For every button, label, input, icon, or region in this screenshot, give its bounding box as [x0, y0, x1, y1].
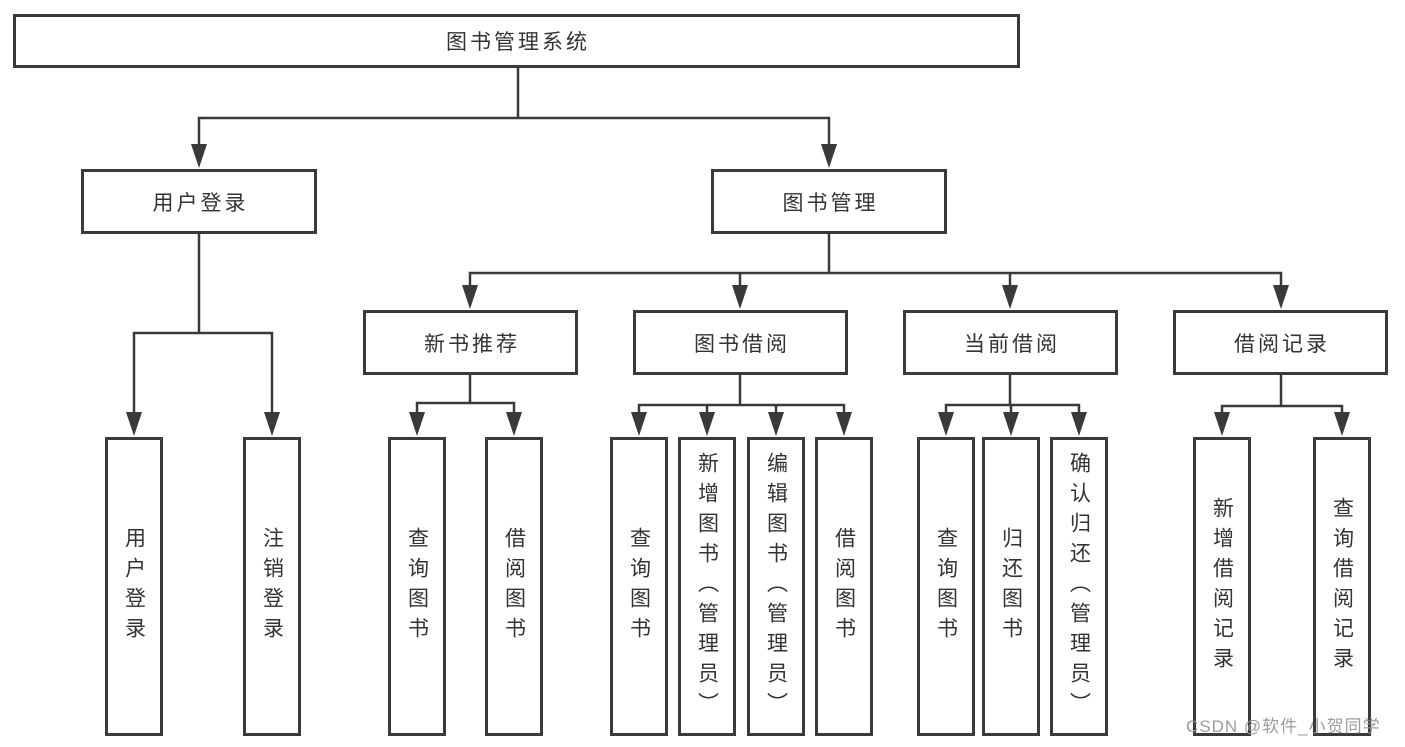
- node-book-management: 图书管理: [711, 169, 947, 234]
- csdn-watermark: CSDN @软件_小贺同学: [1186, 717, 1381, 736]
- leaf-edit-book-admin-label: 编辑图书（管理员）: [764, 451, 788, 722]
- leaf-query-borrow-record: 查询借阅记录: [1313, 437, 1371, 736]
- leaf-user-login: 用户登录: [105, 437, 163, 736]
- leaf-confirm-return-admin-label: 确认归还（管理员）: [1067, 451, 1091, 722]
- leaf-query-books-current: 查询图书: [917, 437, 975, 736]
- leaf-query-books-borrow: 查询图书: [610, 437, 668, 736]
- leaf-borrow-books-label: 借阅图书: [832, 526, 856, 647]
- leaf-query-books-current-label: 查询图书: [934, 526, 958, 647]
- leaf-return-book-label: 归还图书: [999, 526, 1023, 647]
- leaf-borrow-books-recommend-label: 借阅图书: [502, 526, 526, 647]
- leaf-add-borrow-record-label: 新增借阅记录: [1210, 496, 1234, 677]
- leaf-query-borrow-record-label: 查询借阅记录: [1330, 496, 1354, 677]
- leaf-query-books-recommend: 查询图书: [388, 437, 446, 736]
- node-book-borrow-label: 图书借阅: [694, 332, 790, 356]
- leaf-add-borrow-record: 新增借阅记录: [1193, 437, 1251, 736]
- node-book-borrow: 图书借阅: [633, 310, 848, 375]
- node-root-system-label: 图书管理系统: [446, 31, 590, 54]
- node-borrow-records-label: 借阅记录: [1234, 332, 1330, 356]
- node-user-login-label: 用户登录: [152, 191, 249, 215]
- leaf-add-book-admin-label: 新增图书（管理员）: [695, 451, 719, 722]
- node-borrow-records: 借阅记录: [1173, 310, 1388, 375]
- leaf-borrow-books-recommend: 借阅图书: [485, 437, 543, 736]
- node-book-management-label: 图书管理: [782, 191, 879, 215]
- leaf-query-books-borrow-label: 查询图书: [627, 526, 651, 647]
- node-current-borrow: 当前借阅: [903, 310, 1118, 375]
- node-user-login: 用户登录: [81, 169, 317, 234]
- leaf-return-book: 归还图书: [982, 437, 1040, 736]
- node-root-system: 图书管理系统: [13, 14, 1020, 68]
- arrowheads: [126, 144, 1350, 436]
- leaf-logout: 注销登录: [243, 437, 301, 736]
- node-current-borrow-label: 当前借阅: [964, 332, 1060, 356]
- leaf-confirm-return-admin: 确认归还（管理员）: [1050, 437, 1108, 736]
- leaf-logout-label: 注销登录: [260, 526, 284, 647]
- node-new-book-recommend-label: 新书推荐: [424, 332, 520, 356]
- leaf-user-login-label: 用户登录: [122, 526, 146, 647]
- leaf-borrow-books: 借阅图书: [815, 437, 873, 736]
- node-new-book-recommend: 新书推荐: [363, 310, 578, 375]
- leaf-add-book-admin: 新增图书（管理员）: [678, 437, 736, 736]
- leaf-query-books-recommend-label: 查询图书: [405, 526, 429, 647]
- leaf-edit-book-admin: 编辑图书（管理员）: [747, 437, 805, 736]
